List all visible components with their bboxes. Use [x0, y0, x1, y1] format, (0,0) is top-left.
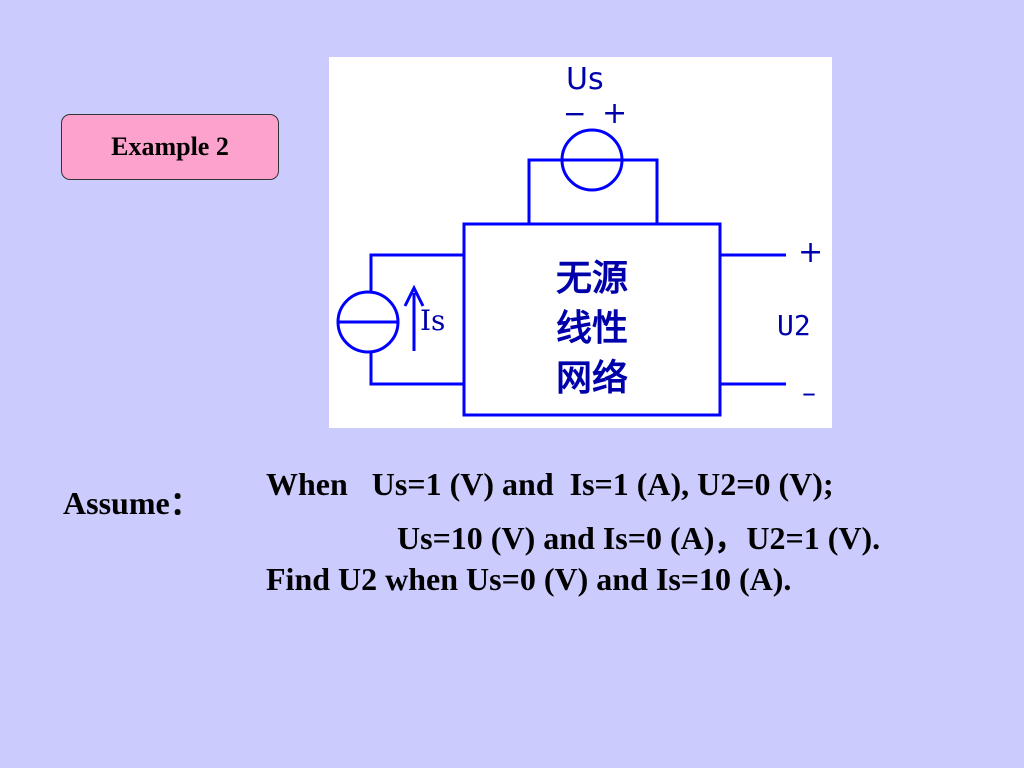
network-box	[462, 222, 722, 417]
diagram-background	[329, 57, 832, 428]
circuit-diagram: Us − + Is 无源 线性 网络 + U2 –	[329, 57, 832, 428]
up-arrow-icon	[403, 284, 425, 307]
top-wire-left	[527, 158, 563, 224]
condition-line-2: Us=10 (V) and Is=0 (A)，U2=1 (V).	[397, 520, 881, 556]
network-label-line2: 线性	[556, 308, 628, 349]
network-label-line1: 无源	[556, 258, 628, 299]
is-label: Is	[420, 304, 445, 337]
us-plus-sign: +	[602, 96, 627, 131]
circuit-svg: Us − + Is 无源 线性 网络 + U2 –	[329, 57, 832, 428]
u2-minus-sign: –	[802, 376, 816, 409]
left-wire-top	[369, 253, 464, 292]
condition-line-1: When Us=1 (V) and Is=1 (A), U2=0 (V);	[266, 466, 834, 502]
us-minus-sign: −	[563, 97, 586, 130]
question-line: Find U2 when Us=0 (V) and Is=10 (A).	[266, 561, 792, 597]
example-label: Example 2	[111, 132, 229, 161]
u2-label: U2	[777, 309, 811, 342]
u2-plus-sign: +	[798, 235, 823, 270]
network-label-line3: 网络	[556, 357, 628, 399]
left-wire-bottom	[369, 352, 464, 386]
assume-label: Assume：	[63, 485, 202, 521]
top-wire-right	[623, 158, 659, 224]
us-label: Us	[566, 62, 604, 97]
example-badge: Example 2	[61, 114, 279, 180]
